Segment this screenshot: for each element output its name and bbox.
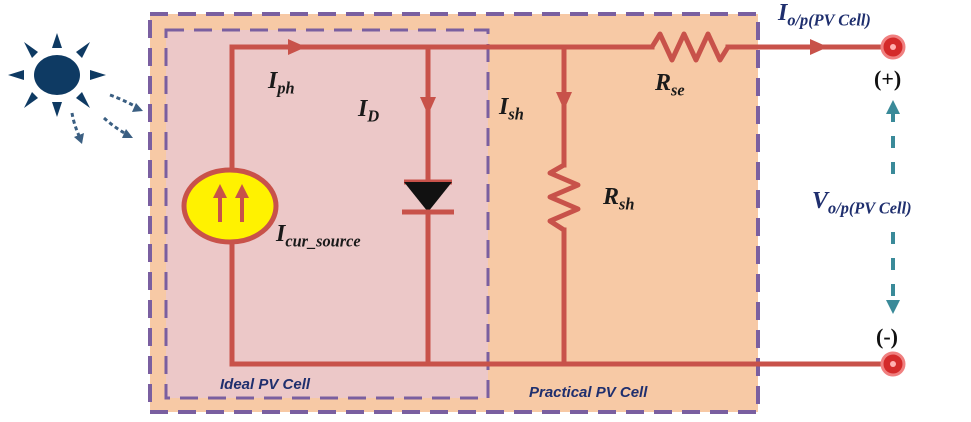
vout-label: Vo/p(PV Cell) xyxy=(812,188,912,218)
ideal-pv-cell-label: Ideal PV Cell xyxy=(220,376,311,393)
ish-label: Ish xyxy=(499,94,524,124)
light-ray-arrowheads xyxy=(74,103,143,144)
id-label: ID xyxy=(358,96,380,126)
positive-terminal-label: (+) xyxy=(874,66,902,91)
current-arrows xyxy=(288,39,828,115)
icur-source-label: Icur_source xyxy=(276,221,361,251)
negative-terminal-label: (-) xyxy=(876,324,898,349)
rsh-label: Rsh xyxy=(603,184,635,214)
sun-icon xyxy=(8,33,106,117)
voltage-arrow-icon xyxy=(886,100,900,314)
iout-label: Io/p(PV Cell) xyxy=(778,0,871,30)
iph-arrow-icon xyxy=(288,39,306,55)
diode-icon xyxy=(402,179,454,215)
id-arrow-icon xyxy=(420,97,436,115)
shunt-resistor-icon xyxy=(547,162,581,233)
rse-label: Rse xyxy=(655,70,685,100)
terminal-icons xyxy=(880,34,906,377)
practical-pv-cell-label: Practical PV Cell xyxy=(529,384,648,401)
series-resistor-icon xyxy=(649,31,731,63)
iout-arrow-icon xyxy=(810,39,828,55)
iph-label: Iph xyxy=(268,68,295,98)
current-source-icon xyxy=(181,167,279,245)
ish-arrow-icon xyxy=(556,92,572,110)
